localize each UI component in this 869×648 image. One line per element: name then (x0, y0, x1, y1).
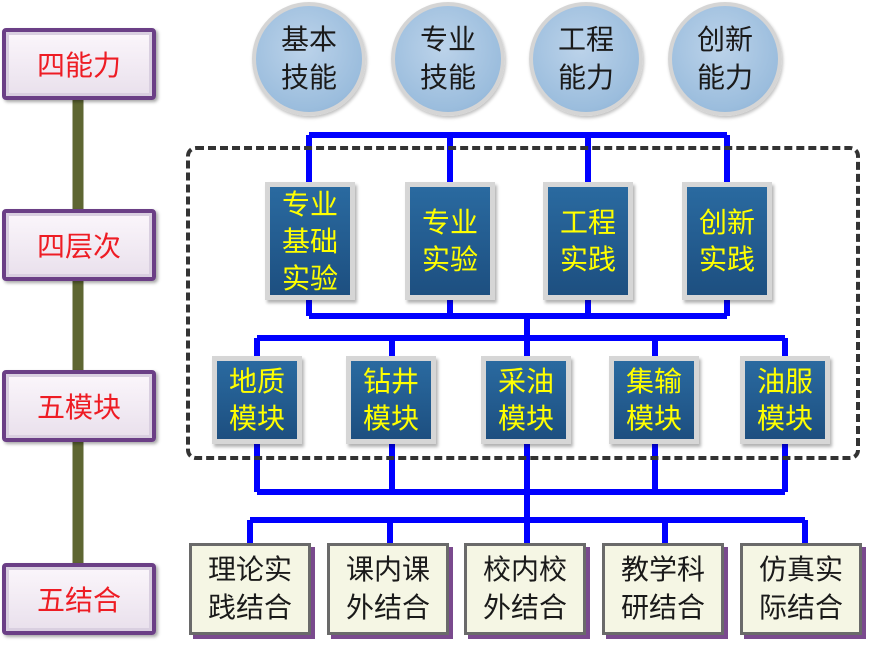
label-text: 四层次 (36, 230, 121, 263)
module-box-oil-production: 采油 模块 (481, 356, 571, 444)
level-box-innovation-practice: 创新 实践 (682, 182, 772, 300)
label-five-combinations: 五结合 (2, 563, 156, 635)
ability-circle-professional-skill: 专业 技能 (391, 2, 505, 116)
module-box-geology: 地质 模块 (212, 356, 302, 444)
level-text: 专业 实验 (421, 206, 478, 276)
dashed-frame (186, 146, 860, 460)
level-box-professional-experiment: 专业 实验 (405, 182, 495, 300)
level-box-basic-experiment: 专业 基础 实验 (265, 182, 355, 300)
label-text: 四能力 (36, 49, 121, 82)
label-four-abilities: 四能力 (2, 28, 156, 100)
level-box-engineering-practice: 工程 实践 (543, 182, 633, 300)
module-box-drilling: 钻井 模块 (346, 356, 436, 444)
ability-circle-basic-skill: 基本 技能 (252, 2, 366, 116)
combination-text: 理论实 践结合 (207, 553, 292, 624)
level-text: 工程 实践 (559, 206, 616, 276)
combination-box-on-off-campus: 校内校 外结合 (464, 543, 586, 635)
module-box-oil-service: 油服 模块 (740, 356, 830, 444)
combination-text: 仿真实 际结合 (758, 553, 843, 624)
ability-text: 工程 能力 (557, 23, 614, 94)
combination-text: 校内校 外结合 (482, 553, 567, 624)
module-box-gathering: 集输 模块 (609, 356, 699, 444)
level-text: 创新 实践 (698, 206, 755, 276)
ability-text: 基本 技能 (280, 23, 337, 94)
label-text: 五模块 (36, 391, 121, 424)
combination-box-teaching-research: 教学科 研结合 (602, 543, 724, 635)
label-five-modules: 五模块 (2, 370, 156, 442)
label-four-levels: 四层次 (2, 209, 156, 281)
ability-circle-innovation: 创新 能力 (668, 2, 782, 116)
module-text: 油服 模块 (756, 365, 813, 435)
module-text: 集输 模块 (625, 365, 682, 435)
combination-box-in-out-class: 课内课 外结合 (327, 543, 449, 635)
level-text: 专业 基础 实验 (281, 187, 338, 295)
combination-box-simulation-reality: 仿真实 际结合 (740, 543, 862, 635)
combination-text: 教学科 研结合 (620, 553, 705, 624)
label-text: 五结合 (36, 584, 121, 617)
module-text: 地质 模块 (228, 365, 285, 435)
combination-box-theory-practice: 理论实 践结合 (189, 543, 311, 635)
module-text: 采油 模块 (497, 365, 554, 435)
ability-text: 专业 技能 (419, 23, 476, 94)
module-text: 钻井 模块 (362, 365, 419, 435)
ability-text: 创新 能力 (696, 23, 753, 94)
ability-circle-engineering: 工程 能力 (529, 2, 643, 116)
combination-text: 课内课 外结合 (345, 553, 430, 624)
